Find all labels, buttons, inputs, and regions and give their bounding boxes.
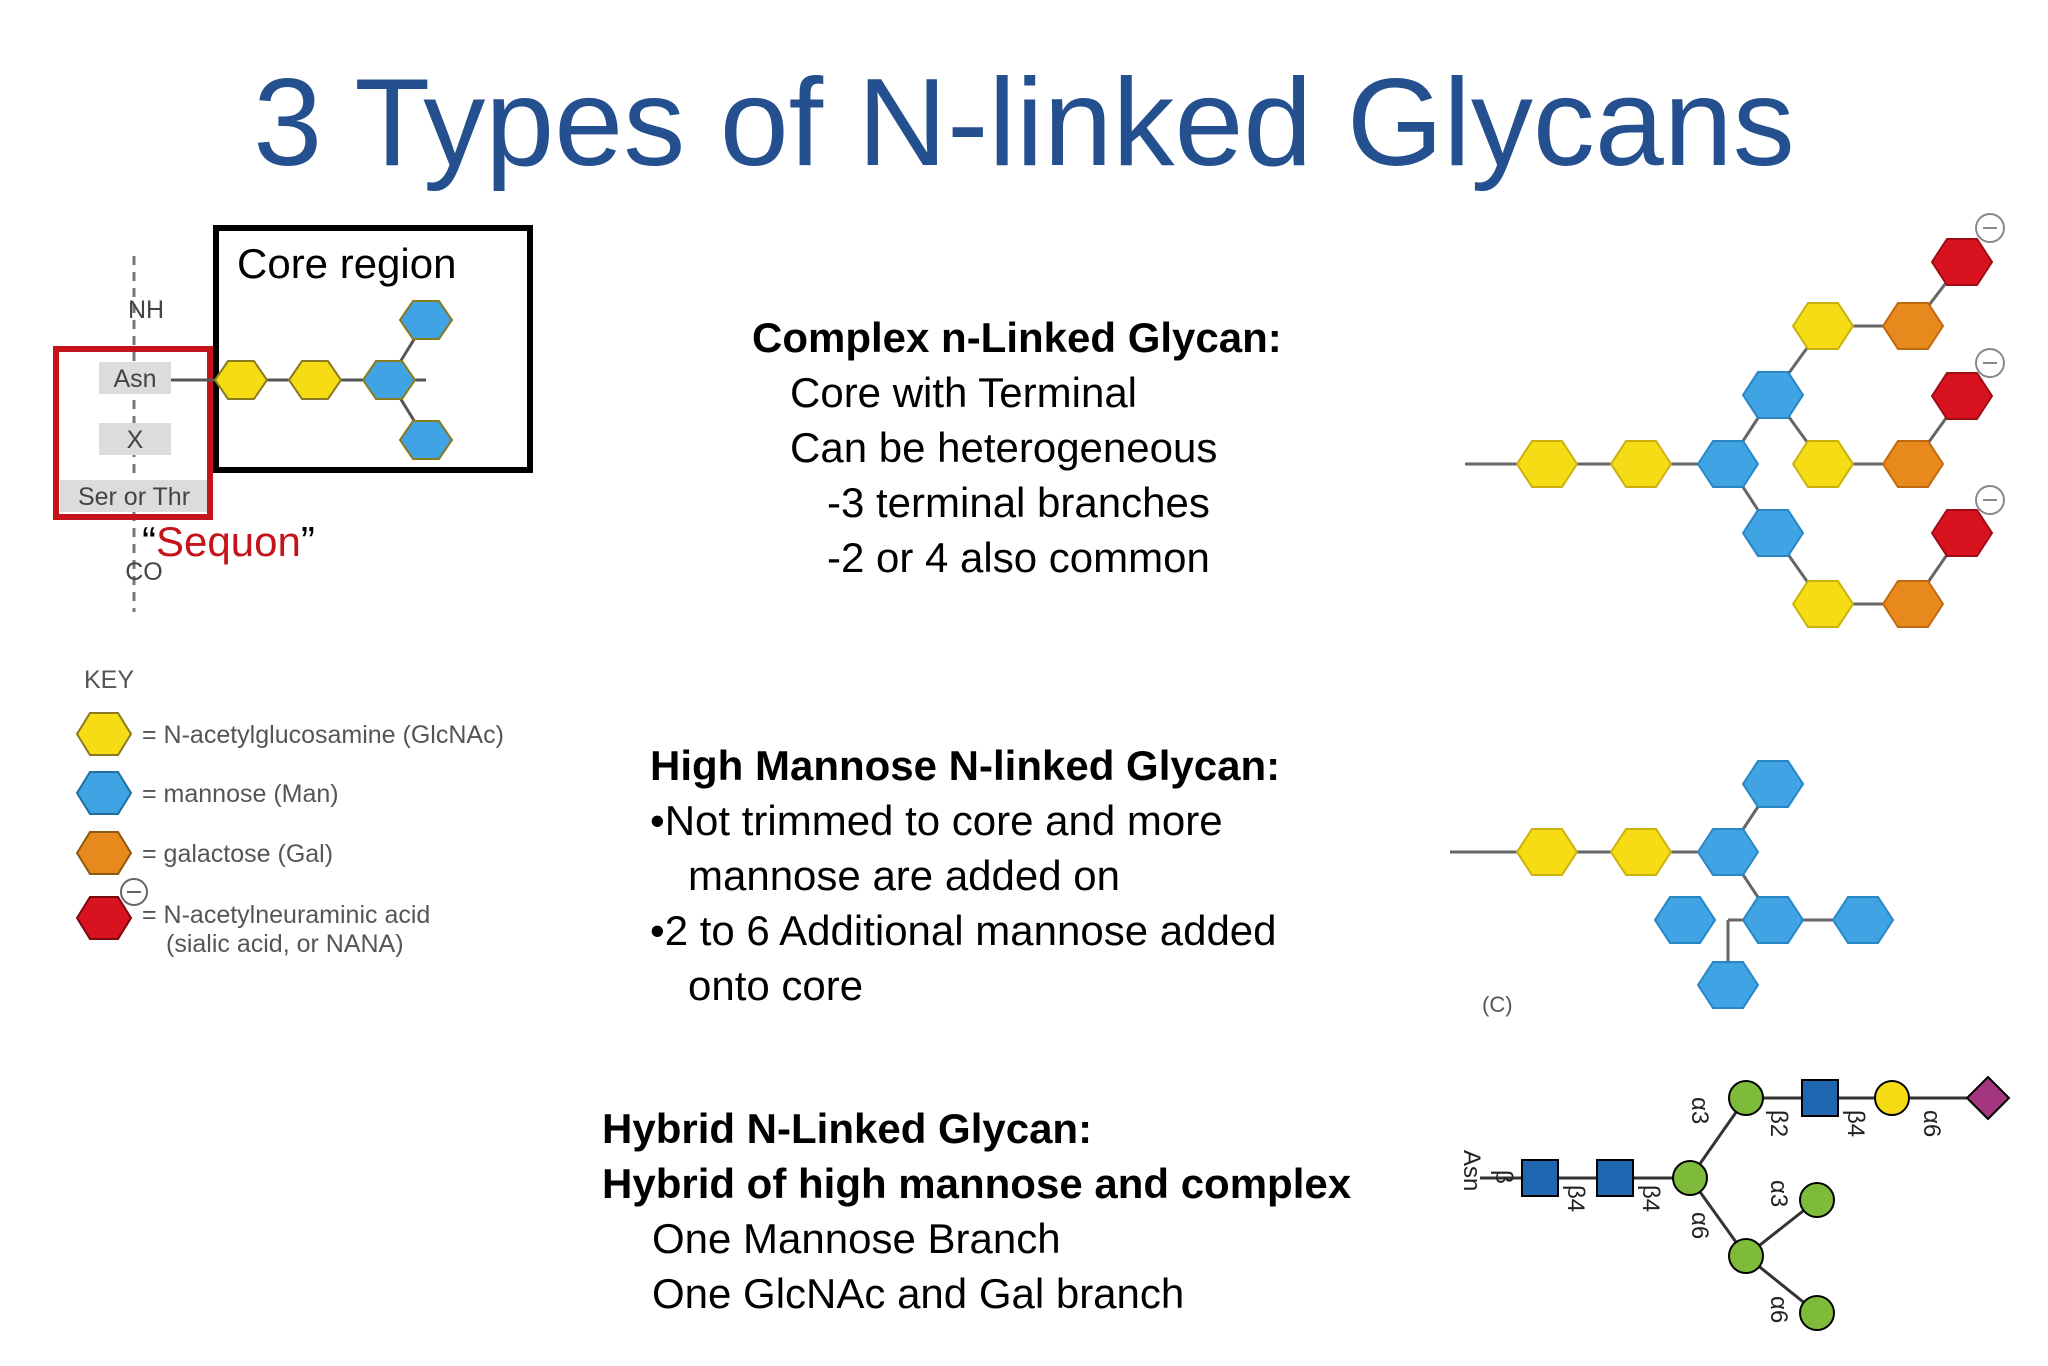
- complex-line-2: Can be heterogeneous: [790, 424, 1218, 471]
- snfg-mannose-core: [1672, 1160, 1708, 1196]
- core-region-box: [213, 225, 533, 473]
- high-mannose-hexagons: [1515, 760, 1895, 1009]
- snfg-gal-upper: [1874, 1080, 1910, 1116]
- asn-residue: [99, 362, 171, 394]
- sequon-label: “Sequon”: [142, 518, 315, 565]
- high-mannose-line-1: •Not trimmed to core and more: [650, 797, 1223, 844]
- slide-title: 3 Types of N-linked Glycans: [253, 54, 1795, 192]
- linkage-a6-lower: α6: [1686, 1212, 1713, 1239]
- complex-line-4: -2 or 4 also common: [827, 534, 1210, 581]
- yellow-hexagon-icon: [75, 712, 133, 756]
- key-heading: KEY: [84, 666, 134, 694]
- negative-charge-icons: [1975, 213, 2005, 515]
- blue-hexagon-icon: [75, 771, 133, 815]
- snfg-glcnac-2: [1596, 1159, 1634, 1197]
- complex-glycan-text: Complex n-Linked Glycan: Core with Termi…: [752, 310, 1282, 585]
- high-mannose-line-2: mannose are added on: [688, 852, 1120, 899]
- nh-label: NH: [128, 296, 164, 324]
- linkage-b4-a: β4: [1562, 1185, 1589, 1212]
- asn-label: Asn: [113, 365, 156, 393]
- snfg-mannose-branch-a3: [1799, 1182, 1835, 1218]
- sequon-box: [53, 346, 213, 520]
- red-hexagon-icon: [75, 896, 133, 940]
- linkage-asn: Asn: [1458, 1150, 1485, 1191]
- linkage-b2: β2: [1765, 1110, 1792, 1137]
- linkage-b4-b: β4: [1637, 1185, 1664, 1212]
- key-item-glcnac: = N-acetylglucosamine (GlcNAc): [142, 721, 504, 749]
- hybrid-glycan-text: Hybrid N-Linked Glycan: Hybrid of high m…: [602, 1101, 1351, 1321]
- snfg-mannose-upper: [1728, 1080, 1764, 1116]
- linkage-a6-terminal: α6: [1918, 1110, 1945, 1137]
- linkage-a3-branch: α3: [1765, 1180, 1792, 1207]
- x-label: X: [127, 426, 144, 454]
- snfg-mannose-branch-a6: [1799, 1295, 1835, 1331]
- complex-hexagons: [1515, 238, 1994, 628]
- high-mannose-line-3: •2 to 6 Additional mannose added: [650, 907, 1277, 954]
- ser-thr-residue: [60, 480, 208, 512]
- ser-thr-label: Ser or Thr: [78, 483, 190, 511]
- complex-line-3: -3 terminal branches: [827, 479, 1210, 526]
- snfg-glcnac-1: [1521, 1159, 1559, 1197]
- core-region-label: Core region: [237, 240, 456, 287]
- hybrid-heading-2: Hybrid of high mannose and complex: [602, 1160, 1352, 1207]
- high-mannose-heading: High Mannose N-linked Glycan:: [650, 742, 1281, 789]
- linkage-b1: β: [1490, 1170, 1517, 1184]
- snfg-mannose-lower: [1728, 1238, 1764, 1274]
- hybrid-heading-1: Hybrid N-Linked Glycan:: [602, 1105, 1093, 1152]
- complex-line-1: Core with Terminal: [790, 369, 1138, 416]
- figure-label-c: (C): [1482, 992, 1513, 1017]
- high-mannose-text: High Mannose N-linked Glycan: •Not trimm…: [650, 738, 1280, 1013]
- orange-hexagon-icon: [75, 831, 133, 875]
- key-item-mannose: = mannose (Man): [142, 780, 339, 808]
- hybrid-links: [1480, 1096, 1988, 1315]
- snfg-glcnac-upper: [1801, 1079, 1839, 1117]
- linkage-b4-upper: β4: [1842, 1110, 1869, 1137]
- co-label: CO: [125, 558, 163, 586]
- x-residue: [99, 423, 171, 455]
- hybrid-line-2: One GlcNAc and Gal branch: [652, 1270, 1185, 1317]
- complex-heading: Complex n-Linked Glycan:: [752, 314, 1282, 361]
- hybrid-line-1: One Mannose Branch: [652, 1215, 1061, 1262]
- key-item-galactose: = galactose (Gal): [142, 840, 333, 868]
- linkage-a6-branch: α6: [1765, 1296, 1792, 1323]
- key-item-sialic-line2: (sialic acid, or NANA): [166, 930, 404, 958]
- key-item-sialic-line1: = N-acetylneuraminic acid: [142, 901, 430, 929]
- high-mannose-line-4: onto core: [688, 962, 864, 1009]
- linkage-a3-upper: α3: [1686, 1097, 1713, 1124]
- hybrid-linkage-labels: Asn β β4 β4 α3 α6 β2 β4 α6 α3 α6: [1458, 1097, 1945, 1323]
- snfg-sialic-upper: [1965, 1075, 2011, 1121]
